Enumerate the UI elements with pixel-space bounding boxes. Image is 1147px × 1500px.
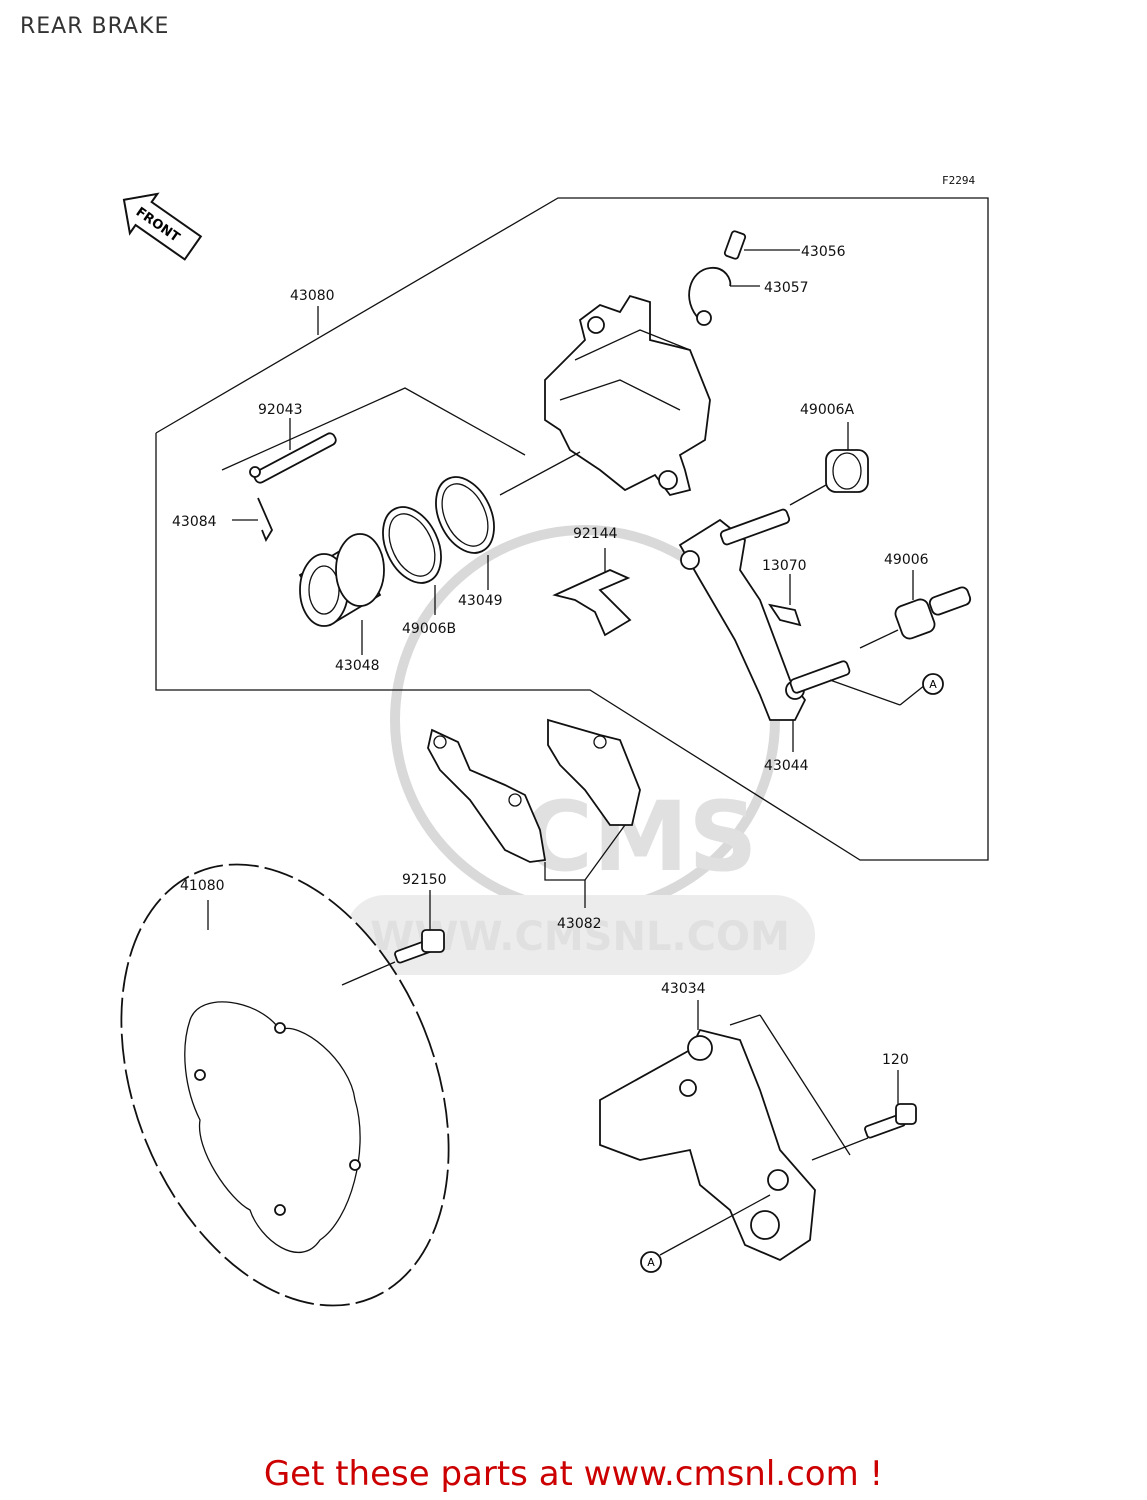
part-label-49006[interactable]: 49006 xyxy=(884,552,929,568)
part-label-43080[interactable]: 43080 xyxy=(290,288,335,304)
pin-boot-a xyxy=(789,422,869,506)
parts-diagram: WWW.CMSNL.COM CMS F2294 FRONT xyxy=(120,174,989,1307)
ref-a-lower: A xyxy=(640,1194,771,1273)
part-label-92144[interactable]: 92144 xyxy=(573,526,618,542)
front-arrow-icon: FRONT xyxy=(122,192,203,261)
part-label-92043[interactable]: 92043 xyxy=(258,402,303,418)
ref-a-label: A xyxy=(647,1256,655,1269)
bracket-bolt xyxy=(811,1070,917,1161)
watermark: WWW.CMSNL.COM CMS xyxy=(345,525,815,975)
piston xyxy=(298,533,385,655)
bleed-valve xyxy=(723,230,800,260)
caliper-body xyxy=(499,294,711,497)
caliper-bracket xyxy=(678,508,851,752)
part-label-49006B[interactable]: 49006B xyxy=(402,621,456,637)
figure-code: F2294 xyxy=(942,174,975,187)
mounting-bracket xyxy=(599,1000,851,1262)
pin-clip xyxy=(232,497,274,543)
ref-a-upper: A xyxy=(829,673,944,706)
bleeder-cap xyxy=(688,267,760,326)
part-label-41080[interactable]: 41080 xyxy=(180,878,225,894)
part-label-92150[interactable]: 92150 xyxy=(402,872,447,888)
piston-group-frame xyxy=(221,387,526,471)
part-label-43084[interactable]: 43084 xyxy=(172,514,217,530)
part-label-120[interactable]: 120 xyxy=(882,1052,909,1068)
caliper-assembly-frame xyxy=(155,197,989,861)
piston-seal xyxy=(435,476,495,590)
part-label-43057[interactable]: 43057 xyxy=(764,280,809,296)
pin-boot xyxy=(859,570,972,649)
part-label-43044[interactable]: 43044 xyxy=(764,758,809,774)
page-title: REAR BRAKE xyxy=(20,14,170,39)
piston-seal-b xyxy=(382,506,442,615)
pad-spring xyxy=(552,548,632,637)
ref-a-label: A xyxy=(929,678,937,691)
caliper-pin xyxy=(249,418,337,484)
part-label-49006A[interactable]: 49006A xyxy=(800,402,855,418)
brake-pads xyxy=(427,718,641,908)
part-label-43049[interactable]: 43049 xyxy=(458,593,503,609)
part-label-43034[interactable]: 43034 xyxy=(661,981,706,997)
part-label-43082[interactable]: 43082 xyxy=(557,916,602,932)
part-label-43056[interactable]: 43056 xyxy=(801,244,846,260)
watermark-logo: CMS xyxy=(522,781,757,893)
pad-retainer xyxy=(768,574,802,627)
part-label-13070[interactable]: 13070 xyxy=(762,558,807,574)
footer-link[interactable]: Get these parts at www.cmsnl.com ! xyxy=(263,1454,884,1494)
disc-bolt xyxy=(341,890,445,986)
part-label-43048[interactable]: 43048 xyxy=(335,658,380,674)
